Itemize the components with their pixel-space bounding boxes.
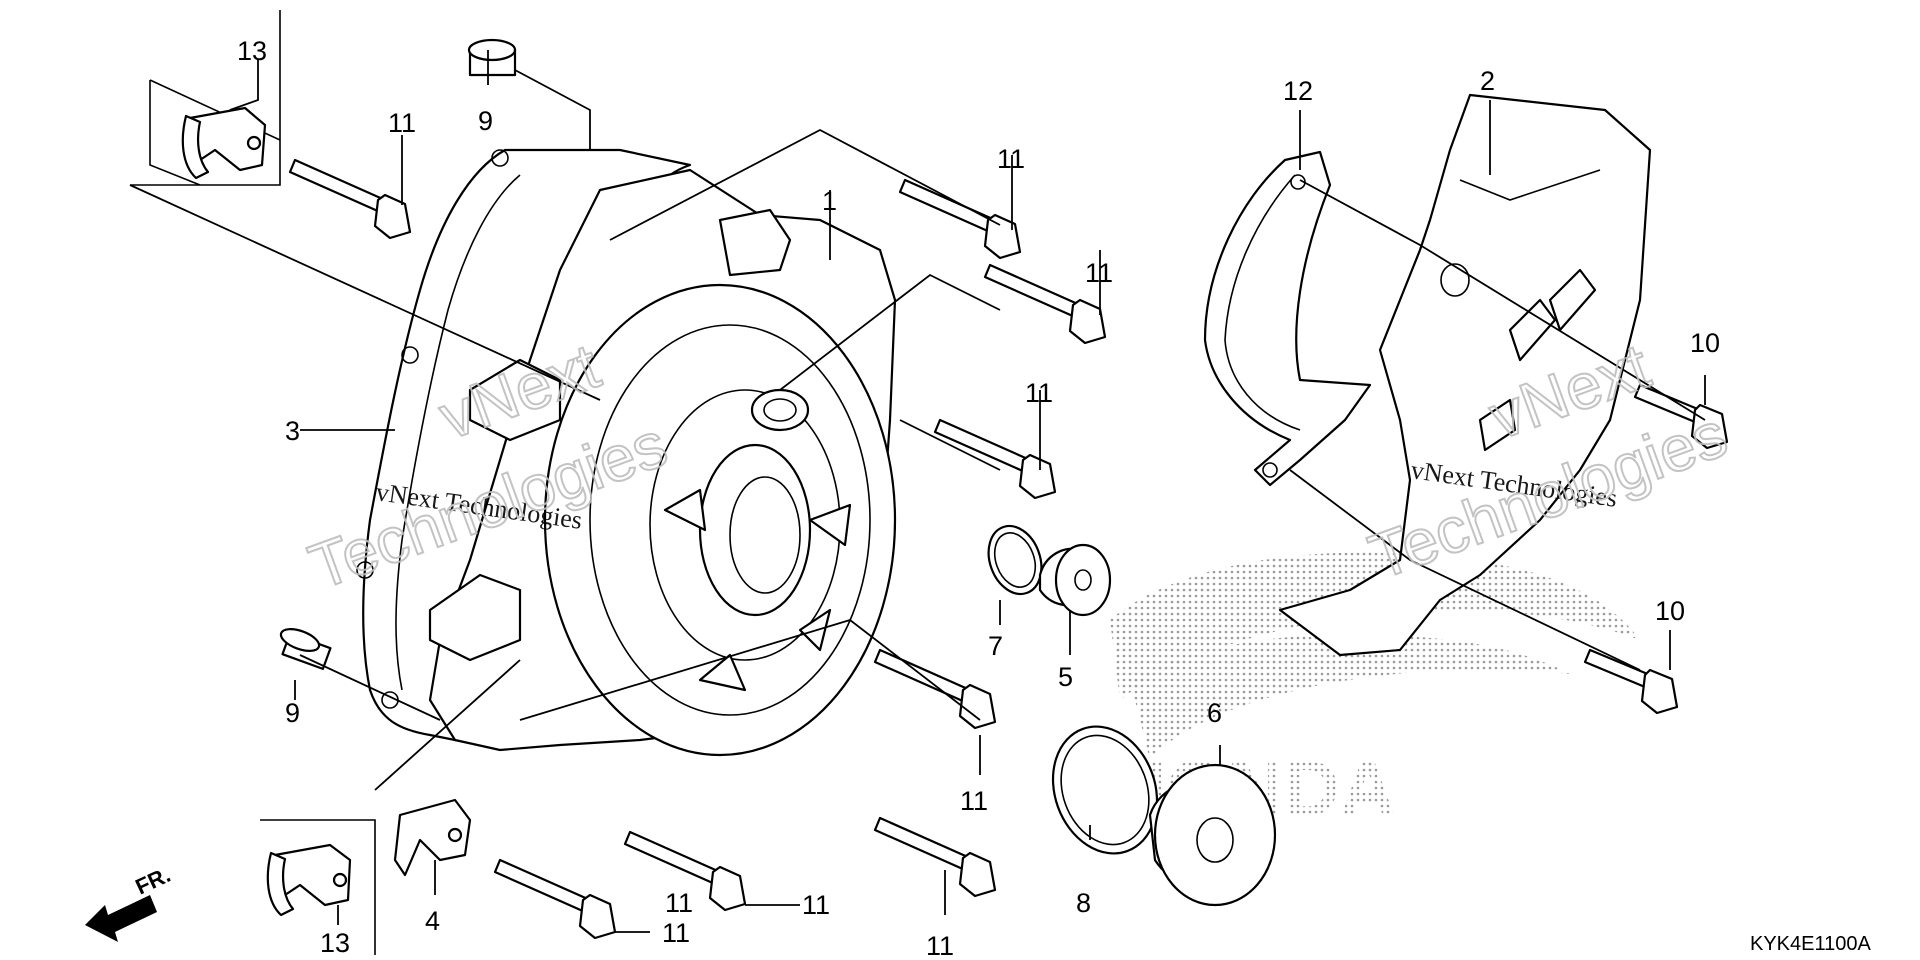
label-11-g: 11: [802, 890, 830, 920]
label-10-a: 10: [1690, 328, 1720, 358]
label-12: 12: [1283, 76, 1313, 106]
part-13-clip-upper: [130, 10, 281, 186]
part-2-sprocket-cover: [1278, 93, 1652, 657]
leader-lines: [129, 50, 1706, 933]
label-11-d: 11: [1025, 378, 1053, 408]
bolt-11-b: [898, 178, 1022, 260]
label-3: 3: [285, 416, 300, 446]
part-5-plug: [1038, 543, 1112, 617]
label-11-f: 11: [926, 931, 954, 960]
part-1-crankcase-cover: [428, 168, 897, 757]
label-2: 2: [1480, 66, 1495, 96]
bolt-10-b: [1583, 648, 1679, 715]
part-13-clip-lower: [260, 819, 376, 955]
bolt-11-a: [288, 158, 412, 240]
bolt-11-d: [933, 418, 1057, 500]
drawing-code: KYK4E1100A: [1750, 933, 1871, 955]
label-7: 7: [988, 631, 1003, 661]
bolt-11-g: [623, 830, 747, 912]
part-labels: 13 11 9 11 1 11 11 3 7 5 9 11 11 11 11 8…: [237, 36, 1720, 960]
label-4: 4: [425, 906, 440, 936]
label-5: 5: [1058, 662, 1073, 692]
label-9-lower: 9: [285, 698, 300, 728]
part-4-clip: [393, 798, 472, 877]
label-11-h: 11: [662, 918, 690, 948]
label-13-lower: 13: [320, 928, 350, 958]
bolt-11-c: [983, 263, 1107, 345]
part-9-dowel-lower: [279, 628, 332, 670]
front-label: FR.: [132, 862, 175, 900]
label-13-upper: 13: [237, 36, 267, 66]
front-direction-indicator: FR.: [85, 862, 174, 942]
bolt-10-a: [1633, 383, 1729, 450]
label-11-i: 11: [665, 888, 693, 918]
bolt-11-f: [873, 816, 997, 898]
label-1: 1: [822, 186, 837, 216]
part-7-o-ring: [987, 524, 1043, 596]
label-10-b: 10: [1655, 596, 1685, 626]
front-arrow-icon: [85, 895, 157, 942]
label-11-b: 11: [997, 144, 1025, 174]
label-11-a: 11: [388, 108, 416, 138]
bolt-11-h: [493, 858, 617, 940]
label-8: 8: [1076, 888, 1091, 918]
label-9-upper: 9: [478, 106, 493, 136]
part-12-gasket: [1203, 150, 1372, 487]
part-8-o-ring: [1051, 725, 1159, 855]
label-11-c: 11: [1085, 258, 1113, 288]
bolt-11-e: [873, 648, 997, 730]
label-11-e: 11: [960, 786, 988, 816]
part-6-cap: [1148, 763, 1277, 907]
label-6: 6: [1207, 698, 1222, 728]
